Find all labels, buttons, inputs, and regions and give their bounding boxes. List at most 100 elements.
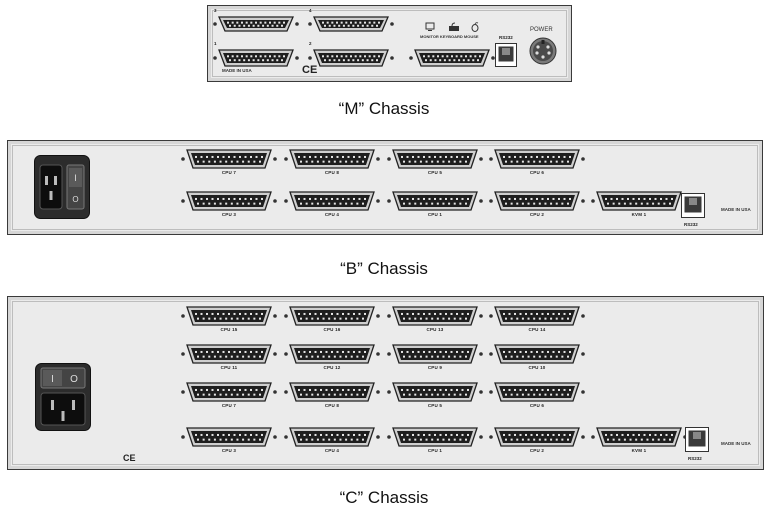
- c-port-row4-5-shape: [591, 427, 687, 447]
- b-port-row1-4-label: CPU 6: [529, 170, 545, 175]
- c-port-row1-1: CPU 15: [180, 305, 278, 335]
- c-port-row3-1-label: CPU 7: [221, 403, 237, 408]
- m-made-in-usa: MADE IN USA: [222, 68, 252, 73]
- b-port-row1-2-label: CPU 8: [324, 170, 340, 175]
- b-port-row1-1: CPU 7: [180, 148, 278, 178]
- c-port-row1-2: CPU 16: [283, 305, 381, 335]
- m-rs232-port: [495, 43, 517, 67]
- b-power-inlet-switch: I O: [34, 155, 90, 219]
- b-port-row2-3: CPU 1: [386, 190, 484, 220]
- c-port-row3-4-label: CPU 6: [529, 403, 545, 408]
- m-port-top-1-shape: [213, 16, 299, 32]
- m-port-bottom-3: [408, 42, 496, 70]
- m-power-label: POWER: [530, 27, 553, 33]
- c-power-switch-inlet: I O: [35, 363, 91, 431]
- b-port-row2-2-shape: [284, 191, 380, 211]
- c-port-row1-1-shape: [181, 306, 277, 326]
- c-port-row2-1: CPU 11: [180, 343, 278, 373]
- m-ce-mark: CE: [302, 64, 318, 76]
- b-port-row1-2: CPU 8: [283, 148, 381, 178]
- b-port-row1-1-label: CPU 7: [221, 170, 237, 175]
- b-port-row2-5: KVM 1: [590, 190, 688, 220]
- b-port-row1-4: CPU 6: [488, 148, 586, 178]
- c-port-row3-3-label: CPU 5: [427, 403, 443, 408]
- b-port-row2-3-label: CPU 1: [427, 212, 443, 217]
- c-port-row2-3: CPU 9: [386, 343, 484, 373]
- c-port-row4-4-label: CPU 2: [529, 448, 545, 453]
- m-chassis-caption: “M” Chassis: [338, 99, 430, 118]
- b-port-row2-3-shape: [387, 191, 483, 211]
- b-port-row1-3-shape: [387, 149, 483, 169]
- c-port-row2-3-shape: [387, 344, 483, 364]
- c-chassis-caption: “C” Chassis: [339, 488, 429, 507]
- b-chassis-caption: “B” Chassis: [340, 259, 428, 278]
- c-port-row1-4-label: CPU 14: [528, 327, 546, 332]
- b-port-row2-4: CPU 2: [488, 190, 586, 220]
- m-port-bottom-1: 1: [212, 41, 300, 70]
- c-made-in-usa: MADE IN USA: [721, 441, 751, 446]
- b-port-row2-4-label: CPU 2: [529, 212, 545, 217]
- c-chassis-inner-border: [12, 301, 759, 465]
- c-port-row4-4-shape: [489, 427, 585, 447]
- c-port-row1-2-shape: [284, 306, 380, 326]
- b-switch-on-glyph: I: [74, 173, 77, 183]
- c-port-row2-4-label: CPU 10: [528, 365, 546, 370]
- c-port-row4-3-label: CPU 1: [427, 448, 443, 453]
- c-port-row4-2-label: CPU 4: [324, 448, 340, 453]
- c-port-row4-4: CPU 2: [488, 426, 586, 456]
- c-port-row3-1: CPU 7: [180, 381, 278, 411]
- m-port-bottom-3-shape: [409, 49, 495, 67]
- monitor-icon: [425, 22, 435, 31]
- b-rs232-label: RS232: [684, 222, 698, 227]
- c-port-row1-4-shape: [489, 306, 585, 326]
- c-port-row2-1-label: CPU 11: [220, 365, 238, 370]
- c-port-row2-2-shape: [284, 344, 380, 364]
- c-port-row2-2: CPU 12: [283, 343, 381, 373]
- c-port-row3-3: CPU 5: [386, 381, 484, 411]
- c-port-row1-3: CPU 13: [386, 305, 484, 335]
- b-port-row1-2-shape: [284, 149, 380, 169]
- b-rs232-port: [681, 193, 705, 218]
- m-power-din-connector: [529, 37, 557, 65]
- m-port-bottom-1-label: 1: [214, 41, 217, 46]
- b-port-row2-5-shape: [591, 191, 687, 211]
- b-port-row1-3: CPU 5: [386, 148, 484, 178]
- m-device-labels: MONITOR KEYBOARD MOUSE: [420, 34, 479, 39]
- m-port-bottom-2-shape: [308, 49, 394, 67]
- c-port-row1-3-label: CPU 13: [426, 327, 444, 332]
- c-port-row4-1: CPU 3: [180, 426, 278, 456]
- c-port-row3-3-shape: [387, 382, 483, 402]
- c-port-row3-2-shape: [284, 382, 380, 402]
- c-rs232-port: [685, 427, 709, 452]
- m-port-top-2: 4: [307, 8, 395, 35]
- c-port-row2-4: CPU 10: [488, 343, 586, 373]
- m-port-top-1-label: 3: [214, 8, 217, 13]
- b-port-row2-2: CPU 4: [283, 190, 381, 220]
- m-chassis-inner-border: [212, 10, 567, 77]
- c-port-row3-4-shape: [489, 382, 585, 402]
- m-port-top-2-shape: [308, 16, 394, 32]
- b-port-row2-4-shape: [489, 191, 585, 211]
- c-switch-on-glyph: I: [51, 374, 54, 385]
- c-port-row2-3-label: CPU 9: [427, 365, 443, 370]
- c-port-row4-1-shape: [181, 427, 277, 447]
- mouse-icon: [471, 22, 479, 32]
- c-port-row4-3-shape: [387, 427, 483, 447]
- c-port-row3-2-label: CPU 8: [324, 403, 340, 408]
- b-port-row1-4-shape: [489, 149, 585, 169]
- m-port-top-2-label: 4: [309, 8, 312, 13]
- b-port-row1-3-label: CPU 5: [427, 170, 443, 175]
- b-port-row1-1-shape: [181, 149, 277, 169]
- c-port-row1-2-label: CPU 16: [323, 327, 341, 332]
- c-port-row3-2: CPU 8: [283, 381, 381, 411]
- c-rs232-label: RS232: [688, 456, 702, 461]
- b-switch-off-glyph: O: [72, 195, 78, 204]
- b-port-row2-2-label: CPU 4: [324, 212, 340, 217]
- m-chassis-panel: 3 4 1 2 MADE IN USA CE MONITOR KEYBOARD MOU…: [207, 5, 572, 82]
- keyboard-icon: [449, 22, 459, 31]
- b-made-in-usa: MADE IN USA: [721, 207, 751, 212]
- m-port-bottom-2: 2: [307, 41, 395, 70]
- b-port-row2-5-label: KVM 1: [631, 212, 647, 217]
